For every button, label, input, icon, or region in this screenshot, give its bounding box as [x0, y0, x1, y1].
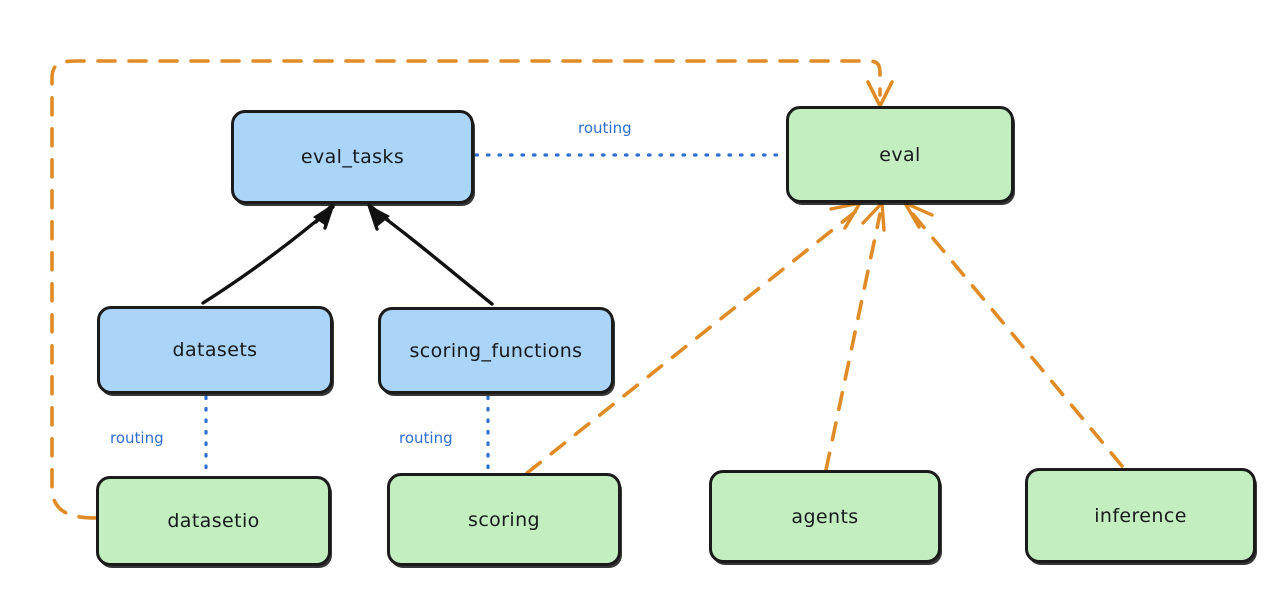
edge-label-routing-scoring-functions-scoring: routing [399, 429, 453, 447]
edge-datasets-to-eval-tasks [201, 202, 335, 305]
node-datasetio[interactable]: datasetio [96, 476, 331, 566]
edge-agents-to-eval [824, 201, 886, 472]
node-label-agents: agents [791, 505, 859, 528]
node-label-eval-tasks: eval_tasks [300, 146, 405, 168]
node-label-datasetio: datasetio [167, 510, 260, 532]
node-datasets[interactable]: datasets [97, 306, 333, 394]
node-label-eval: eval [879, 143, 921, 166]
node-eval-tasks[interactable]: eval_tasks [231, 110, 474, 204]
node-label-datasets: datasets [172, 339, 258, 361]
node-scoring-functions[interactable]: scoring_functions [378, 307, 614, 394]
node-agents[interactable]: agents [709, 470, 941, 563]
edge-label-routing-eval-tasks-eval: routing [578, 119, 632, 137]
node-inference[interactable]: inference [1025, 468, 1256, 563]
edge-label-routing-datasets-datasetio: routing [110, 429, 164, 447]
node-scoring[interactable]: scoring [387, 473, 621, 566]
edge-inference-to-eval [903, 201, 1124, 468]
node-label-inference: inference [1094, 504, 1187, 527]
node-label-scoring: scoring [468, 508, 540, 531]
node-label-scoring-functions: scoring_functions [409, 339, 583, 362]
node-eval[interactable]: eval [786, 106, 1014, 203]
edge-scoring-functions-to-eval-tasks [367, 203, 494, 306]
